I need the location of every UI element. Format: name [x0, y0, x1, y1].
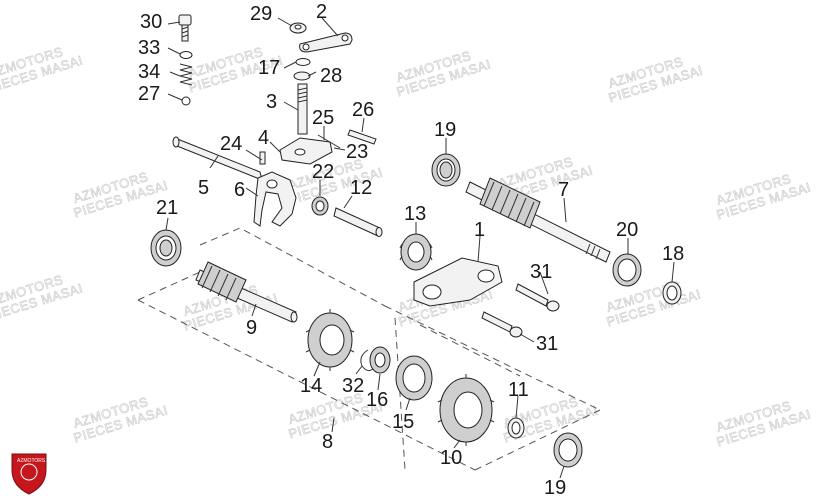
part-7-counter-shaft [465, 177, 611, 263]
part-9-main-shaft [195, 261, 298, 323]
callout-23: 23 [346, 141, 368, 163]
part-20-bearing [612, 253, 642, 287]
watermark: AZMOTORS PIECES MASAI [0, 44, 85, 96]
callout-11: 11 [508, 379, 529, 401]
part-30-bolt [178, 14, 192, 42]
callout-7: 7 [558, 179, 569, 201]
callout-10: 10 [440, 447, 462, 469]
part-2-shift-lever [299, 32, 353, 53]
callout-1: 1 [474, 219, 485, 241]
part-18-seal [662, 281, 682, 305]
callout-29: 29 [250, 3, 272, 25]
callout-33: 33 [138, 37, 160, 59]
leader-lines [165, 17, 675, 479]
callout-8: 8 [322, 431, 333, 453]
callout-28: 28 [320, 65, 342, 87]
part-28-oring [293, 71, 311, 81]
callout-34: 34 [138, 61, 160, 83]
part-31-bolt-upper [515, 283, 560, 312]
callout-27: 27 [138, 83, 160, 105]
callout-19-top: 19 [434, 119, 456, 141]
part-15-sleeve [395, 355, 433, 401]
callout-6: 6 [234, 179, 245, 201]
callout-14: 14 [300, 375, 322, 397]
part-12-rod [333, 207, 383, 237]
assembly-guides [137, 227, 601, 471]
callout-20: 20 [616, 219, 638, 241]
callout-16: 16 [366, 389, 388, 411]
callout-12: 12 [350, 177, 372, 199]
watermark: AZMOTORS PIECES MASAI [71, 394, 170, 446]
callout-31-lower: 31 [536, 333, 558, 355]
part-17-washer [295, 58, 311, 66]
callout-15: 15 [392, 411, 414, 433]
watermark: AZMOTORS PIECES MASAI [606, 54, 705, 106]
callout-30: 30 [140, 11, 162, 33]
callout-19-bottom: 19 [544, 477, 566, 498]
part-16-needle-bearing [369, 346, 391, 374]
callout-3: 3 [266, 91, 277, 113]
callout-5: 5 [198, 177, 209, 199]
part-21-bearing [150, 229, 182, 267]
callout-17: 17 [258, 57, 280, 79]
callout-25: 25 [312, 107, 334, 129]
part-5-shift-rod [172, 136, 263, 181]
part-6-shift-fork [253, 171, 297, 227]
watermark: AZMOTORS PIECES MASAI [71, 169, 170, 221]
part-10-gear [437, 374, 495, 446]
watermark: AZMOTORS PIECES MASAI [604, 278, 703, 330]
part-1-fork-assembly [413, 257, 503, 307]
svg-text:AZMOTORS: AZMOTORS [17, 458, 46, 464]
part-25-pin [317, 134, 341, 149]
part-27-ball [181, 96, 191, 106]
callout-9: 9 [246, 317, 257, 339]
callout-31-upper: 31 [530, 261, 552, 283]
watermark: AZMOTORS PIECES MASAI [714, 171, 813, 223]
azmotors-logo: AZMOTORS [11, 453, 47, 495]
callout-4: 4 [258, 127, 269, 149]
callouts: 30 29 2 33 17 28 34 27 3 25 26 24 4 23 2… [138, 1, 684, 498]
callout-32: 32 [342, 375, 364, 397]
part-4-pin [259, 151, 266, 165]
part-19-bearing-top [431, 153, 461, 187]
callout-18: 18 [662, 243, 684, 265]
part-11-washer [507, 417, 525, 439]
part-13-gear [399, 233, 433, 271]
part-33-washer [179, 51, 193, 59]
callout-26: 26 [352, 99, 374, 121]
watermark: AZMOTORS PIECES MASAI [394, 48, 493, 100]
callout-13: 13 [404, 203, 426, 225]
part-14-gear [305, 309, 355, 371]
part-34-spring [179, 63, 193, 86]
part-29-nut [289, 22, 307, 34]
watermark: AZMOTORS PIECES MASAI [0, 272, 85, 324]
part-22-bush [311, 196, 329, 216]
watermark: AZMOTORS PIECES MASAI [714, 398, 813, 450]
callout-2: 2 [316, 1, 327, 23]
part-26-clip [347, 129, 377, 145]
callout-21: 21 [156, 197, 178, 219]
part-31-bolt-lower [481, 311, 523, 338]
callout-24: 24 [220, 133, 242, 155]
part-19-bearing-bottom [553, 432, 583, 468]
part-3-shift-shaft [279, 83, 333, 165]
callout-22: 22 [312, 161, 334, 183]
